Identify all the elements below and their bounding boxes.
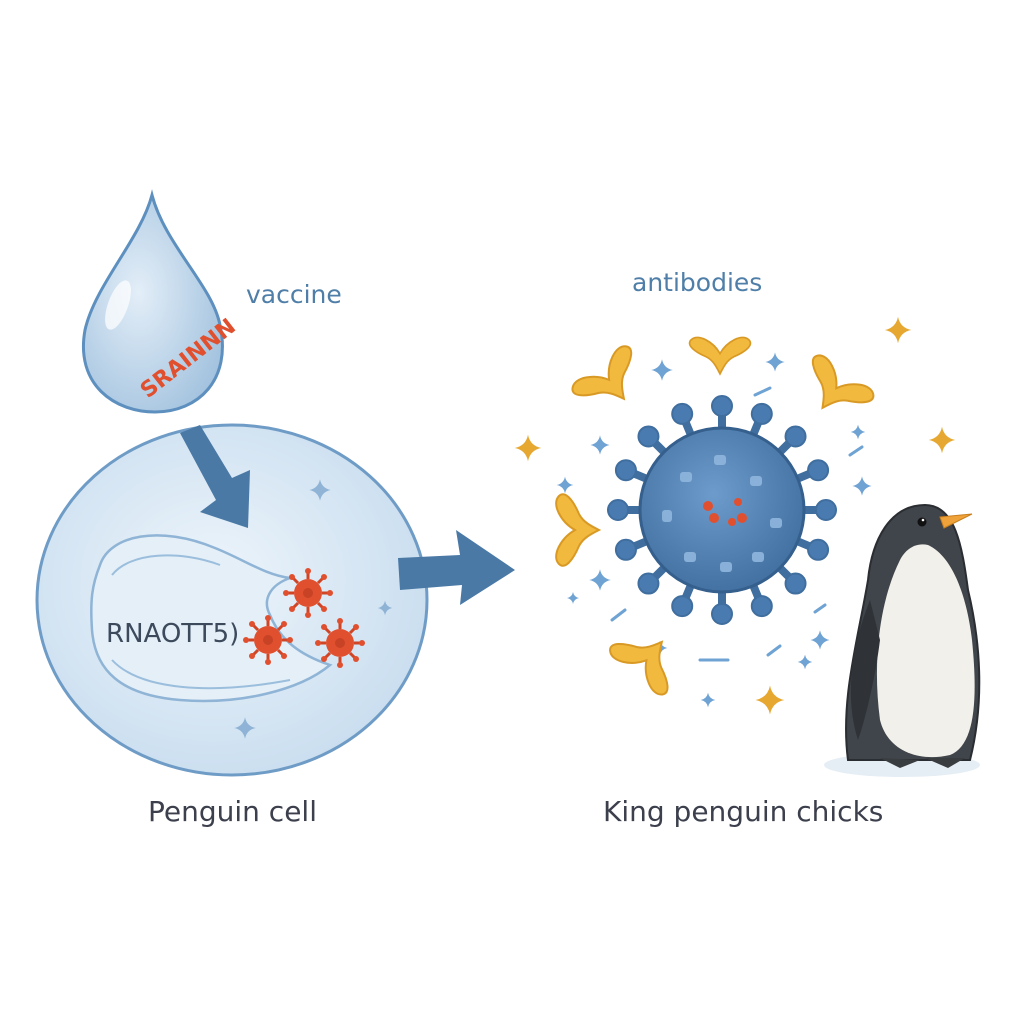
virus-spike-tip [807,538,830,561]
vaccine-droplet [82,189,224,414]
antibodies-label: antibodies [632,268,763,297]
virus [607,395,837,625]
virus-spike-tip [711,603,733,625]
virus-spike-tip [614,459,637,482]
king-penguin-chicks-label: King penguin chicks [603,795,884,828]
virus-spike-tip [807,459,830,482]
cell-rna-text: RNAOTT5) [106,619,239,649]
penguin-cell [35,423,429,777]
arrow-droplet-to-cell [180,425,250,528]
virus-spike-tip [784,425,807,448]
virus-spike-tip [607,499,629,521]
virus-spike-tip [784,572,807,595]
virus-spike-tip [750,402,773,425]
virus-spike-tip [750,595,773,618]
penguin-cell-label: Penguin cell [148,795,317,828]
arrow-cell-to-immune [398,530,515,605]
virus-spike-tip [637,425,660,448]
virus-spike-tip [711,395,733,417]
virus-spike-tip [815,499,837,521]
virus-spike-tip [614,538,637,561]
virus-spike-tip [671,402,694,425]
virus-spike-tip [671,595,694,618]
king-penguin [824,503,981,777]
sparkles [514,316,956,715]
vaccine-label: vaccine [246,280,342,309]
virus-spike-tip [637,572,660,595]
